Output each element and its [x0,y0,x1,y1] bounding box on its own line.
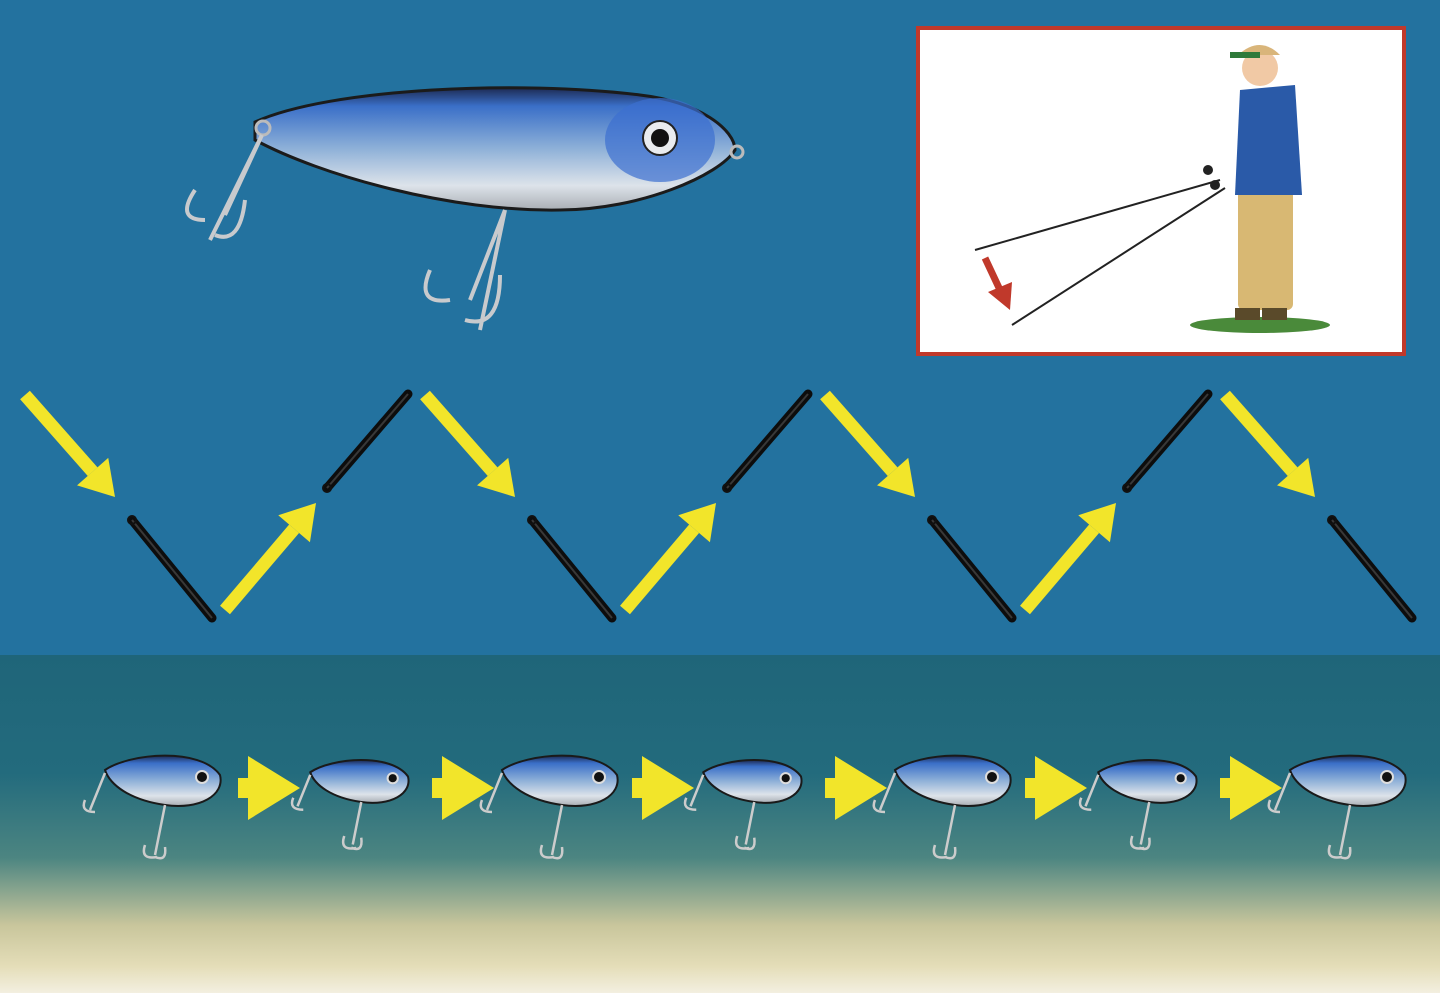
jerkbait-lure-icon [1078,759,1198,851]
jerkbait-lure-icon [322,389,413,493]
angler-with-rods-icon [974,45,1330,333]
yellow-arrow-icon [825,756,887,820]
yellow-arrow-icon [1025,756,1087,820]
yellow-arrow-icon [1020,503,1116,615]
jerkbait-lure-icon [127,515,217,623]
jerkbait-lure-icon [185,86,745,331]
yellow-arrow-icon [632,756,694,820]
jerkbait-lure-icon [527,515,617,623]
water-bottom-seabed [0,655,1440,993]
jerkbait-lure-icon [290,759,410,851]
yellow-arrow-icon [420,390,515,497]
yellow-arrow-icon [20,390,115,497]
yellow-arrow-icon [620,503,716,615]
jerkbait-lure-icon [683,759,803,851]
angler-inset [916,26,1406,356]
zigzag-retrieve-pattern [20,389,1417,623]
yellow-arrow-icon [220,503,316,615]
jerkbait-lure-icon [872,754,1012,860]
jerkbait-lure-icon [82,754,222,860]
yellow-arrow-icon [1220,390,1315,497]
jerkbait-lure-icon [722,389,813,493]
jerkbait-lure-icon [1327,515,1417,623]
yellow-arrow-icon [820,390,915,497]
jerkbait-lure-icon [927,515,1017,623]
jerkbait-lure-icon [1122,389,1213,493]
jerkbait-lure-icon [1267,754,1407,860]
bottom-retrieve-pattern [82,754,1407,860]
yellow-arrow-icon [432,756,494,820]
red-down-arrow-icon [981,256,1012,310]
jerkbait-lure-icon [479,754,619,860]
yellow-arrow-icon [1220,756,1282,820]
yellow-arrow-icon [238,756,300,820]
